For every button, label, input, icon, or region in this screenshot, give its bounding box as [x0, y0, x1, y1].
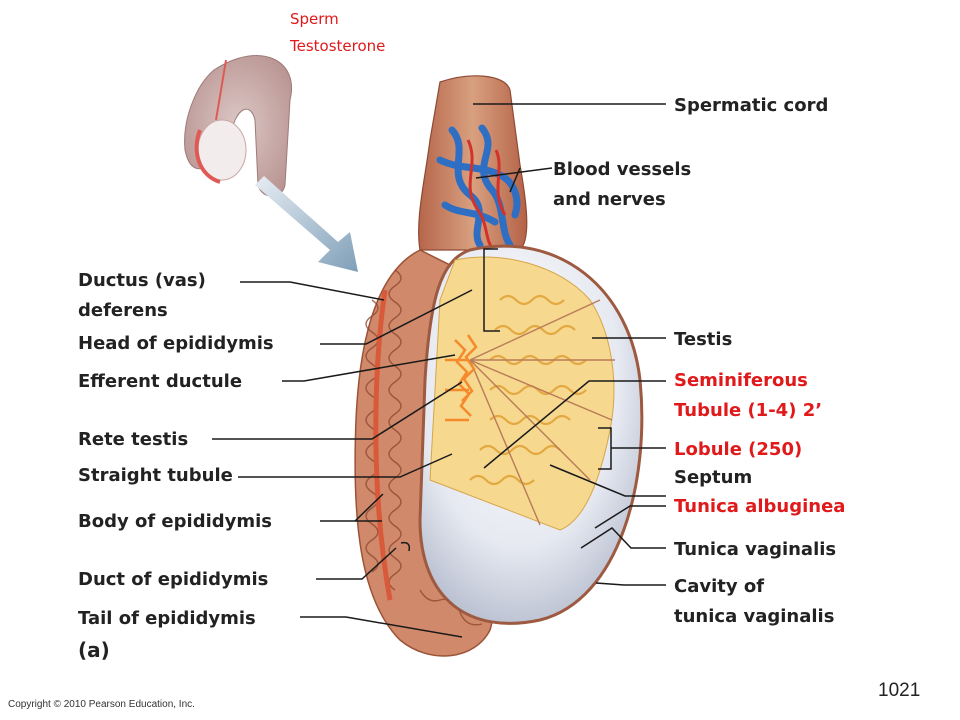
rete-testis	[445, 334, 478, 422]
label-rete-testis: Rete testis	[78, 429, 189, 450]
label-tunica-vaginalis: Tunica vaginalis	[674, 539, 837, 560]
label-tunica-albuginea: Tunica albuginea	[674, 496, 846, 517]
leader-lines	[212, 103, 666, 638]
label-testis: Testis	[674, 329, 733, 350]
page-number: 1021	[878, 680, 921, 701]
label-seminiferous-tubule: Seminiferous Tubule (1-4) 2’	[674, 370, 823, 421]
copyright-notice: Copyright © 2010 Pearson Education, Inc.	[8, 699, 195, 710]
inset-overview-figure	[184, 55, 292, 197]
label-blood-vessels-and-nerves: Blood vessels and nerves	[553, 159, 692, 210]
label-ductus-deferens: Ductus (vas) deferens	[78, 270, 206, 321]
lobules	[429, 256, 615, 531]
label-efferent-ductule: Efferent ductule	[78, 371, 243, 392]
panel-label: (a)	[78, 638, 110, 662]
label-straight-tubule: Straight tubule	[78, 465, 233, 486]
top-label-sperm: Sperm	[290, 10, 339, 28]
label-head-of-epididymis: Head of epididymis	[78, 333, 274, 354]
label-septum: Septum	[674, 467, 753, 488]
spermatic-cord	[418, 75, 528, 251]
label-body-of-epididymis: Body of epididymis	[78, 511, 273, 532]
zoom-arrow	[255, 176, 358, 272]
label-cavity-of-tunica-vaginalis: Cavity of tunica vaginalis	[674, 576, 835, 627]
top-label-testosterone: Testosterone	[290, 37, 386, 55]
label-lobule: Lobule (250)	[674, 439, 803, 460]
label-duct-of-epididymis: Duct of epididymis	[78, 569, 269, 590]
label-spermatic-cord: Spermatic cord	[674, 95, 829, 116]
label-tail-of-epididymis: Tail of epididymis	[78, 608, 256, 629]
